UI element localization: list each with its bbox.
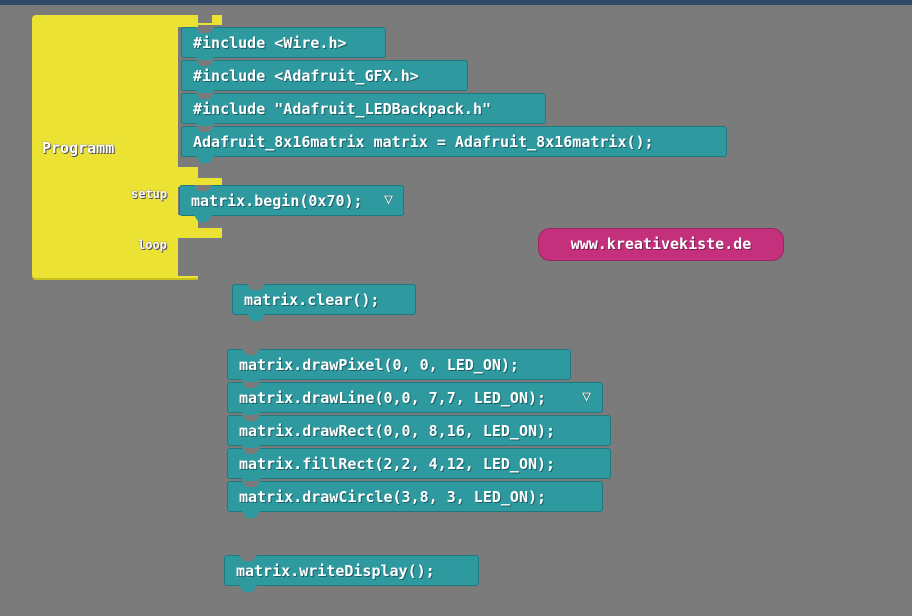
fill-rect-block[interactable]: matrix.fillRect(2,2, 4,12, LED_ON); bbox=[227, 448, 611, 479]
matrix-begin-text: matrix.begin(0x70); bbox=[191, 192, 363, 210]
program-slot-loop bbox=[178, 238, 198, 276]
matrix-begin-block[interactable]: matrix.begin(0x70); bbox=[179, 185, 404, 216]
loop-label: loop bbox=[138, 238, 167, 252]
draw-line-text: matrix.drawLine(0,0, 7,7, LED_ON); bbox=[239, 389, 547, 407]
top-bar bbox=[0, 0, 912, 5]
program-hook-loop bbox=[198, 228, 222, 238]
draw-line-block[interactable]: matrix.drawLine(0,0, 7,7, LED_ON); bbox=[227, 382, 603, 413]
dropdown-triangle-icon[interactable]: ▽ bbox=[384, 190, 394, 208]
include-gfx-block[interactable]: #include <Adafruit_GFX.h> bbox=[181, 60, 468, 91]
draw-rect-block[interactable]: matrix.drawRect(0,0, 8,16, LED_ON); bbox=[227, 415, 611, 446]
program-label: Programm bbox=[42, 139, 115, 157]
matrix-clear-block[interactable]: matrix.clear(); bbox=[232, 284, 416, 315]
draw-circle-block[interactable]: matrix.drawCircle(3,8, 3, LED_ON); bbox=[227, 481, 603, 512]
write-display-block[interactable]: matrix.writeDisplay(); bbox=[224, 555, 479, 586]
setup-label: setup bbox=[131, 187, 168, 201]
program-block[interactable] bbox=[32, 15, 222, 280]
website-label-block[interactable]: www.kreativekiste.de bbox=[538, 228, 784, 261]
include-wire-block[interactable]: #include <Wire.h> bbox=[181, 27, 386, 58]
draw-line-dropdown-icon[interactable]: ▽ bbox=[582, 387, 592, 405]
draw-pixel-block[interactable]: matrix.drawPixel(0, 0, LED_ON); bbox=[227, 349, 571, 380]
include-ledbackpack-block[interactable]: #include "Adafruit_LEDBackpack.h" bbox=[181, 93, 546, 124]
program-hook-setup bbox=[198, 178, 222, 188]
program-notch-top bbox=[198, 15, 212, 23]
matrix-declaration-block[interactable]: Adafruit_8x16matrix matrix = Adafruit_8x… bbox=[181, 126, 727, 157]
